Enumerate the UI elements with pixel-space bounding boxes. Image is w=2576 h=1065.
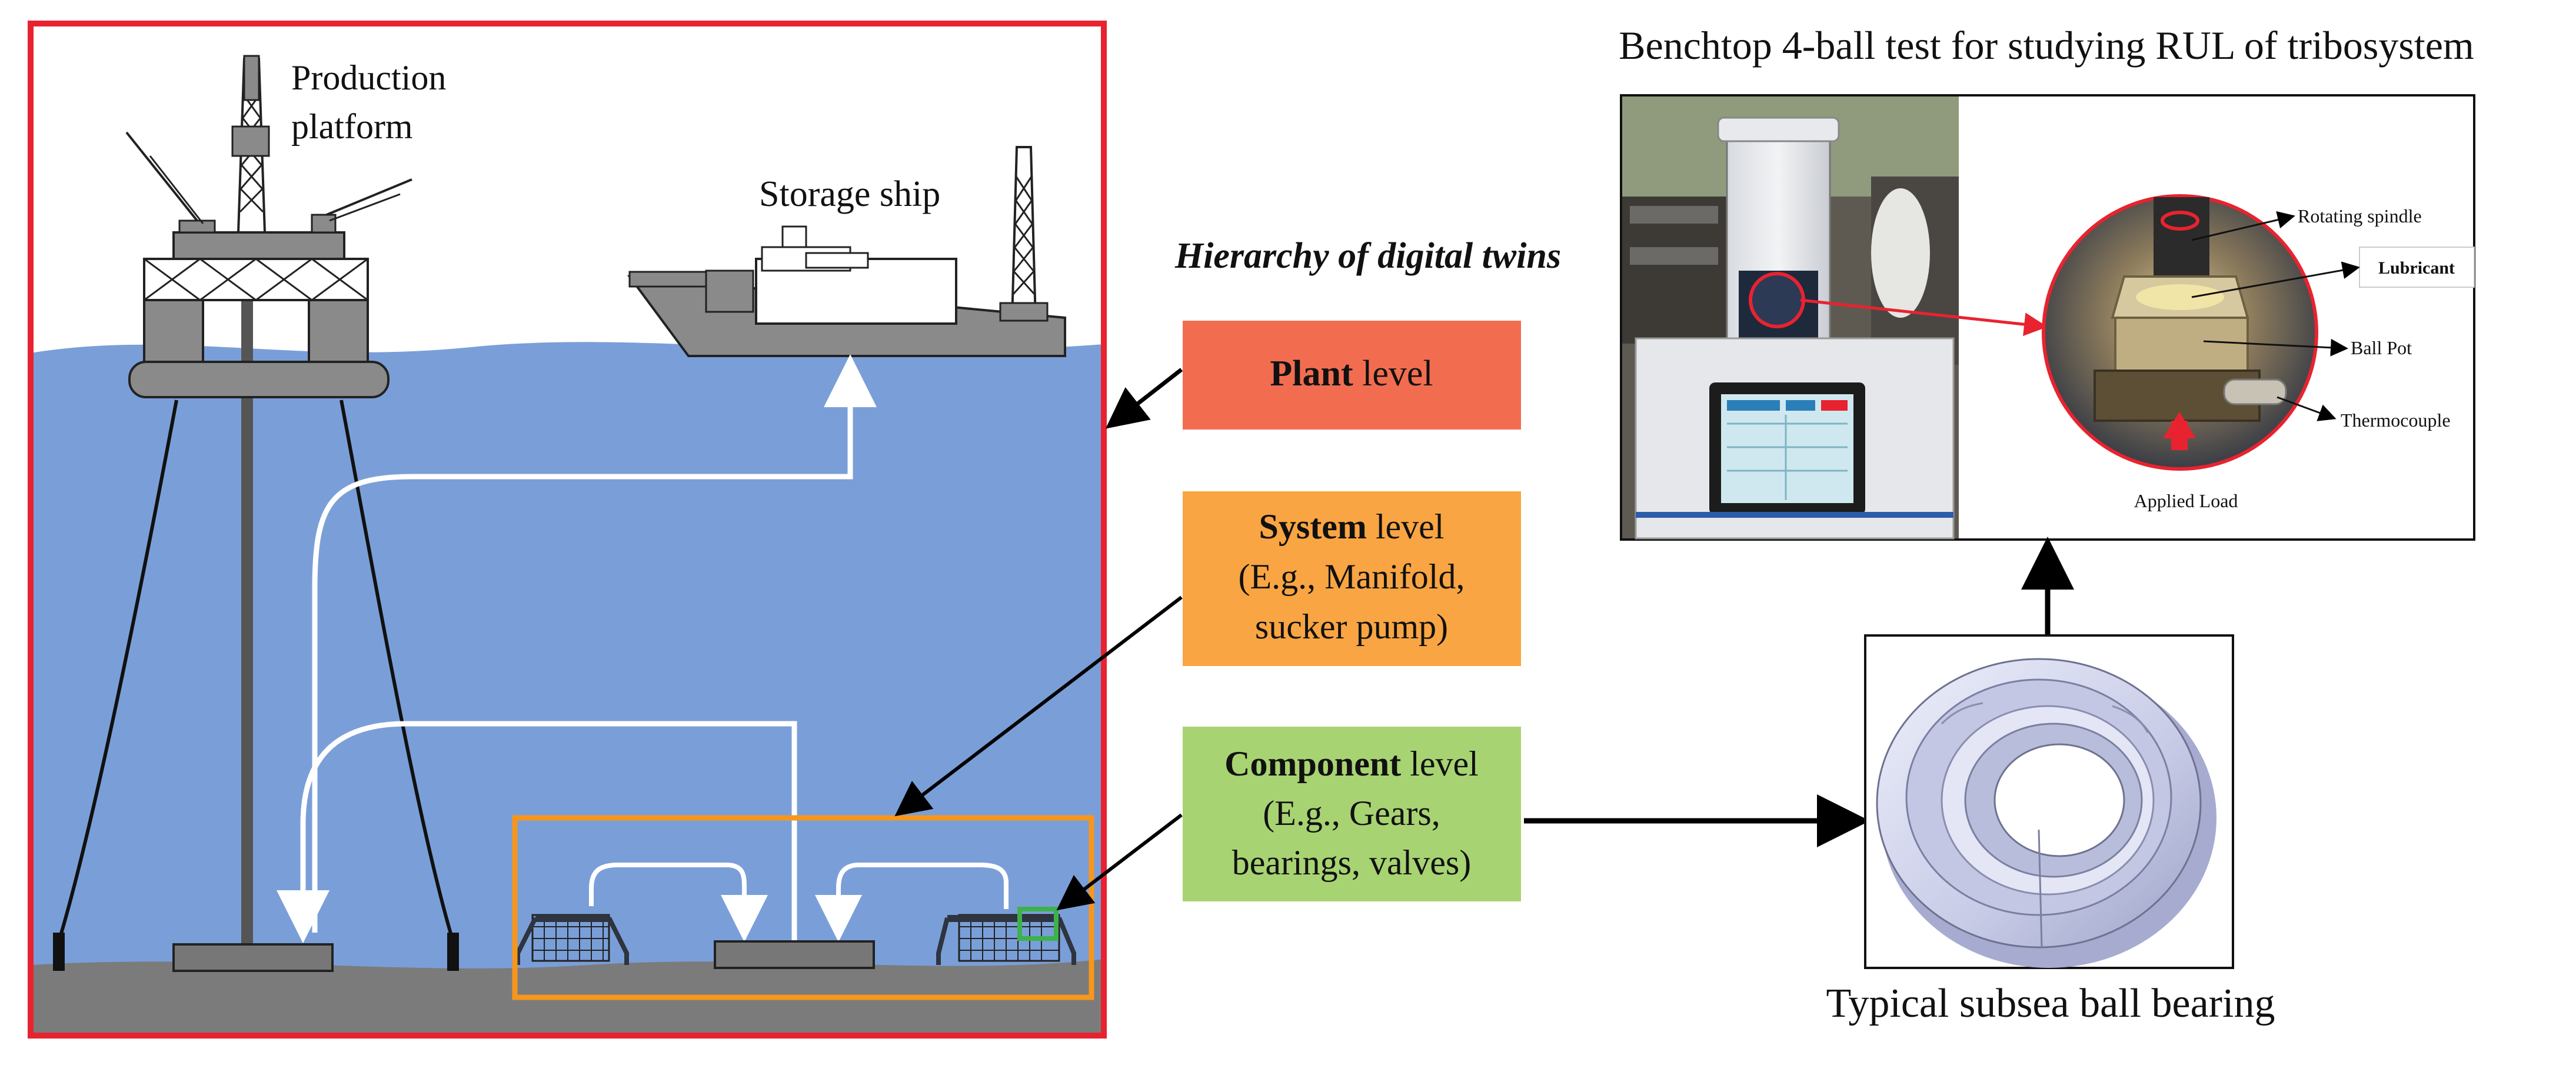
ball-bearing-illustration [1876,658,2216,968]
hierarchy-title: Hierarchy of digital twins [1174,236,1561,276]
component-level-box [1183,727,1521,901]
offshore-scene: Production platform Storage ship [28,21,1107,1039]
applied-load-label: Applied Load [2134,490,2238,511]
component-arrow [1056,813,1183,911]
system-level-box [1183,491,1521,666]
component-level-example-1: (E.g., Gears, [1263,794,1440,833]
manifold-left [515,914,629,965]
ball-pot-zoom [2042,194,2318,471]
plant-level-box [1183,321,1521,430]
plant-level-frame [28,21,1107,1039]
production-platform [125,55,412,972]
plant-arrow [1105,368,1183,429]
benchtop-title: Benchtop 4-ball test for studying RUL of… [1619,23,2474,68]
manifold-center [714,940,875,969]
rotating-spindle-label: Rotating spindle [2298,205,2422,227]
bearing-caption: Typical subsea ball bearing [1826,981,2275,1026]
thermocouple-label: Thermocouple [2341,410,2451,431]
ball-pot-label: Ball Pot [2351,337,2412,358]
production-platform-label: Production [291,58,446,97]
hierarchy-panel: Hierarchy of digital twins Plant level S… [894,236,1870,911]
component-level-frame [1017,907,1059,941]
sea [31,342,1104,1036]
system-level-example-2: sucker pump) [1255,607,1448,646]
system-level-example-1: (E.g., Manifold, [1239,557,1465,596]
lubricant-label-box [2359,247,2475,288]
component-level-label: Component level [1224,744,1479,783]
component-level-example-2: bearings, valves) [1232,843,1472,882]
benchtop-panel: Benchtop 4-ball test for studying RUL of… [1619,23,2475,634]
lab-photo [1622,96,2048,540]
lubricant-label: Lubricant [2378,258,2455,278]
storage-ship [627,146,1066,357]
production-platform-label-2: platform [291,107,413,146]
system-level-label: System level [1259,507,1445,546]
storage-ship-label: Storage ship [759,174,940,214]
system-arrow [894,595,1183,817]
bearing-panel: Typical subsea ball bearing [1826,634,2275,1026]
plant-level-label: Plant level [1270,354,1433,394]
